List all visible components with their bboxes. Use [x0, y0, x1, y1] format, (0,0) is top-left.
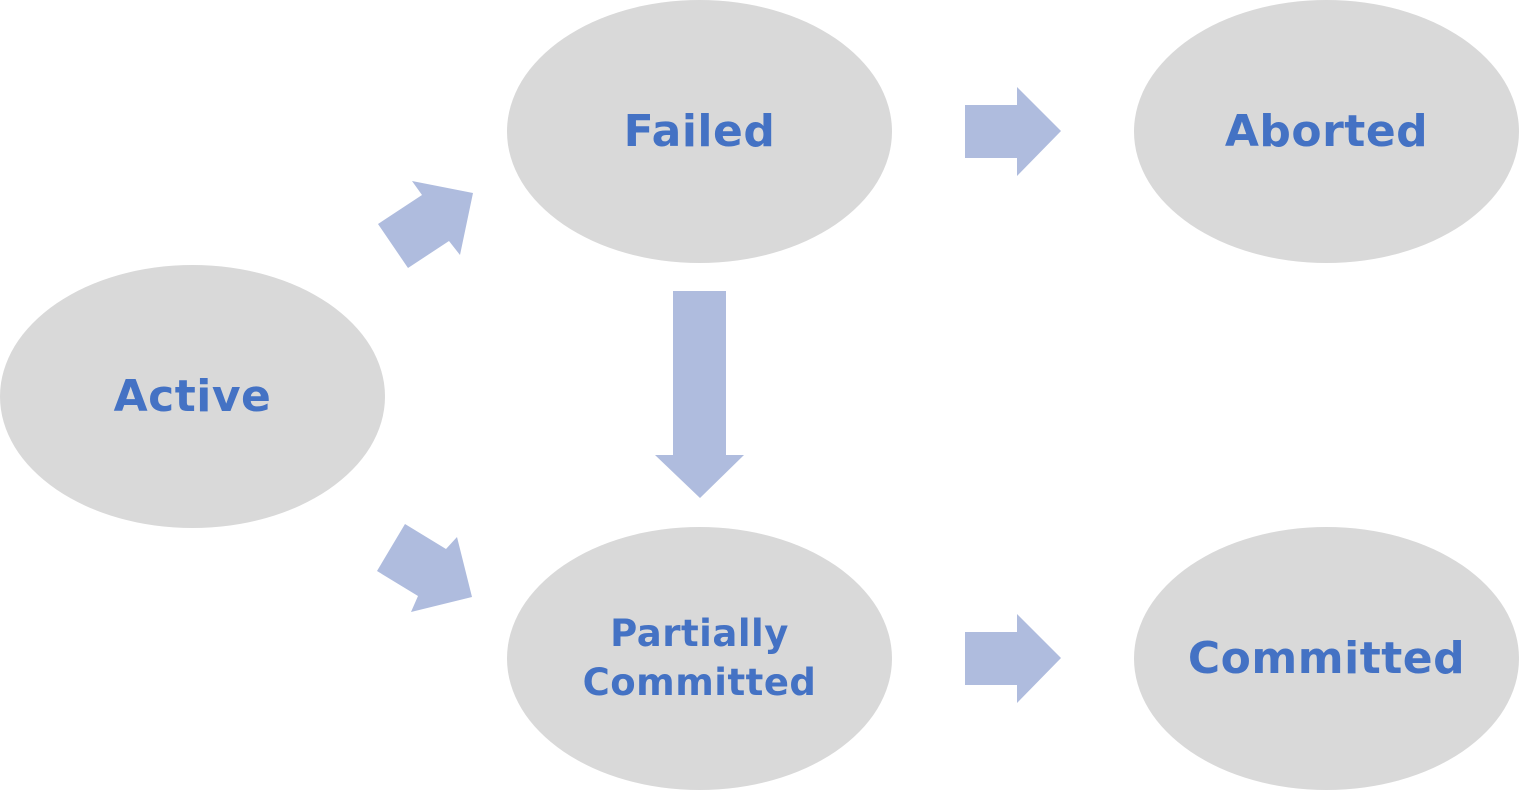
node-aborted: Aborted: [1134, 0, 1519, 263]
node-aborted-label: Aborted: [1224, 105, 1429, 157]
arrow-failed-to-aborted: [965, 87, 1061, 176]
node-partially-committed: Partially Committed: [507, 527, 892, 790]
arrow-active-to-failed: [378, 181, 473, 268]
node-failed-label: Failed: [623, 105, 776, 157]
node-active-label: Active: [113, 370, 272, 422]
node-partially-committed-line1: Partially: [610, 612, 789, 656]
node-active: Active: [0, 265, 385, 528]
node-partially-committed-label: Partially Committed: [583, 610, 817, 706]
node-failed: Failed: [507, 0, 892, 263]
arrow-partially-committed-to-committed: [965, 614, 1061, 703]
arrow-active-to-partially-committed: [377, 524, 472, 612]
node-committed-label: Committed: [1187, 632, 1466, 684]
node-committed: Committed: [1134, 527, 1519, 790]
arrow-failed-to-partially-committed: [655, 291, 744, 498]
node-partially-committed-line2: Committed: [582, 660, 817, 704]
